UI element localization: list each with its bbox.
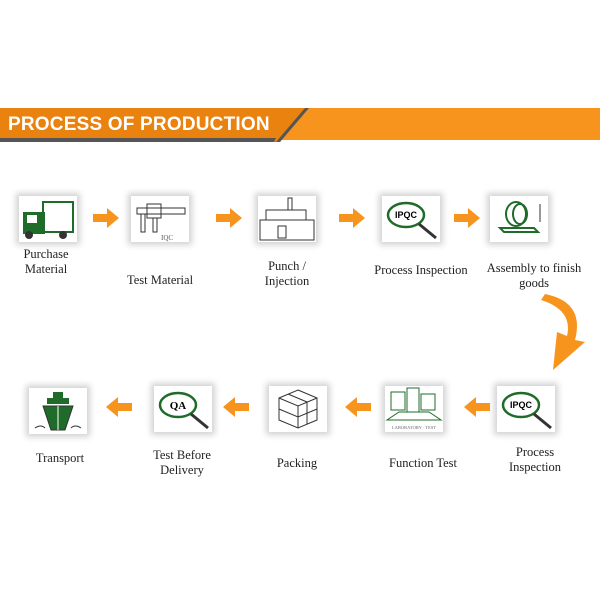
arrow-right-icon bbox=[216, 208, 242, 228]
page-title: PROCESS OF PRODUCTION bbox=[8, 114, 270, 135]
test-before-delivery-tile: QA bbox=[154, 386, 212, 432]
ship-icon bbox=[34, 392, 82, 431]
svg-text:IPQC: IPQC bbox=[510, 400, 533, 410]
assembly-icon bbox=[497, 201, 541, 233]
svg-text:IQC: IQC bbox=[161, 234, 173, 242]
box-icon bbox=[278, 389, 318, 429]
packing-tile bbox=[269, 386, 327, 432]
laboratory-icon: LABORATORY · TEST bbox=[385, 387, 443, 430]
caliper-icon: IQC bbox=[136, 203, 186, 242]
arrow-left-icon bbox=[223, 397, 249, 417]
step-label: Transport bbox=[35, 451, 85, 465]
step-label: Test Material bbox=[126, 273, 194, 287]
step-label: Packing bbox=[276, 456, 318, 470]
transport-tile bbox=[29, 388, 87, 434]
test-material-tile: IQC bbox=[131, 196, 189, 242]
arrow-left-icon bbox=[464, 397, 490, 417]
assembly-tile bbox=[490, 196, 548, 242]
magnifier-icon: IPQC bbox=[501, 391, 552, 430]
injection-machine-icon bbox=[259, 197, 315, 241]
svg-text:QA: QA bbox=[170, 400, 187, 412]
truck-icon bbox=[23, 201, 74, 239]
punch-injection-tile bbox=[258, 196, 316, 242]
purchase-material-tile bbox=[19, 196, 77, 242]
title-banner bbox=[0, 108, 600, 142]
arrow-right-icon bbox=[93, 208, 119, 228]
svg-text:IPQC: IPQC bbox=[395, 210, 418, 220]
magnifier-icon: IPQC bbox=[386, 201, 437, 240]
step-label: Function Test bbox=[389, 456, 457, 470]
arrow-left-icon bbox=[106, 397, 132, 417]
curved-arrow-icon bbox=[541, 294, 585, 370]
arrow-right-icon bbox=[454, 208, 480, 228]
step-label: Process Inspection bbox=[374, 263, 468, 277]
arrow-left-icon bbox=[345, 397, 371, 417]
svg-text:LABORATORY · TEST: LABORATORY · TEST bbox=[392, 425, 436, 430]
function-test-tile: LABORATORY · TEST bbox=[385, 386, 443, 432]
magnifier-icon: QA bbox=[158, 391, 209, 430]
step-label: Punch /Injection bbox=[264, 259, 310, 288]
arrow-right-icon bbox=[339, 208, 365, 228]
process-inspection-tile-2: IPQC bbox=[497, 386, 555, 432]
process-inspection-tile: IPQC bbox=[382, 196, 440, 242]
